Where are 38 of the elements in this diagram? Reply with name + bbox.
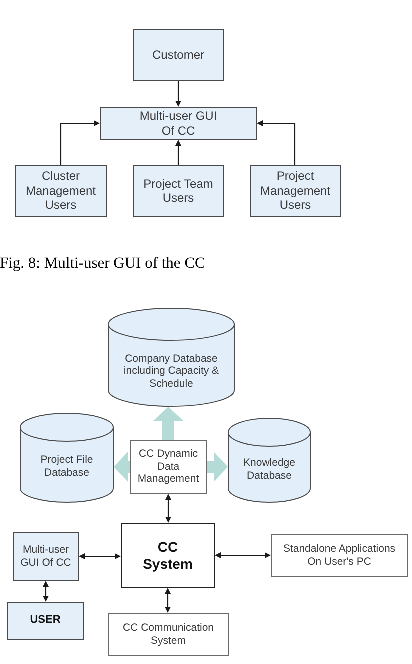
arrow <box>176 81 182 107</box>
process-box <box>15 165 107 217</box>
process-box <box>108 613 229 656</box>
node-text: Standalone Applications On User's PC <box>282 542 397 568</box>
node-text: Customer <box>152 48 204 62</box>
node-text: CC Communication System <box>122 622 216 648</box>
block-arrow <box>154 407 184 440</box>
arrow <box>165 588 171 613</box>
process-box <box>130 440 207 494</box>
process-box <box>100 107 257 140</box>
node-text: Project Team Users <box>142 176 214 206</box>
node-text: Cluster Management Users <box>24 169 98 213</box>
node-text: Multi-user GUI Of CC <box>20 544 72 570</box>
arrow <box>60 120 100 165</box>
arrow <box>79 554 121 560</box>
process-box <box>250 165 341 217</box>
process-box <box>271 534 408 577</box>
arrow <box>43 581 49 602</box>
node-text: CC Dynamic Data Management <box>136 448 200 486</box>
arrow <box>257 120 296 165</box>
node-text: CC System <box>142 538 194 572</box>
process-box <box>133 29 224 81</box>
arrow <box>166 494 172 523</box>
node-text: Multi-user GUI Of CC <box>138 109 218 138</box>
arrow <box>176 140 182 165</box>
node-text: Knowledge Database <box>242 456 296 482</box>
process-box <box>13 532 79 581</box>
node-text: Project File Database <box>40 454 94 480</box>
process-box <box>7 602 84 640</box>
figure-caption: Fig. 8: Multi-user GUI of the CC <box>0 255 206 273</box>
block-arrow <box>207 452 228 482</box>
arrow <box>215 552 271 558</box>
node-text: Project Management Users <box>259 169 332 213</box>
node-text: Company Database including Capacity & Schedule <box>122 352 220 390</box>
process-box <box>121 523 215 588</box>
block-arrow <box>114 452 130 482</box>
node-text: USER <box>30 614 61 628</box>
process-box <box>133 165 224 217</box>
